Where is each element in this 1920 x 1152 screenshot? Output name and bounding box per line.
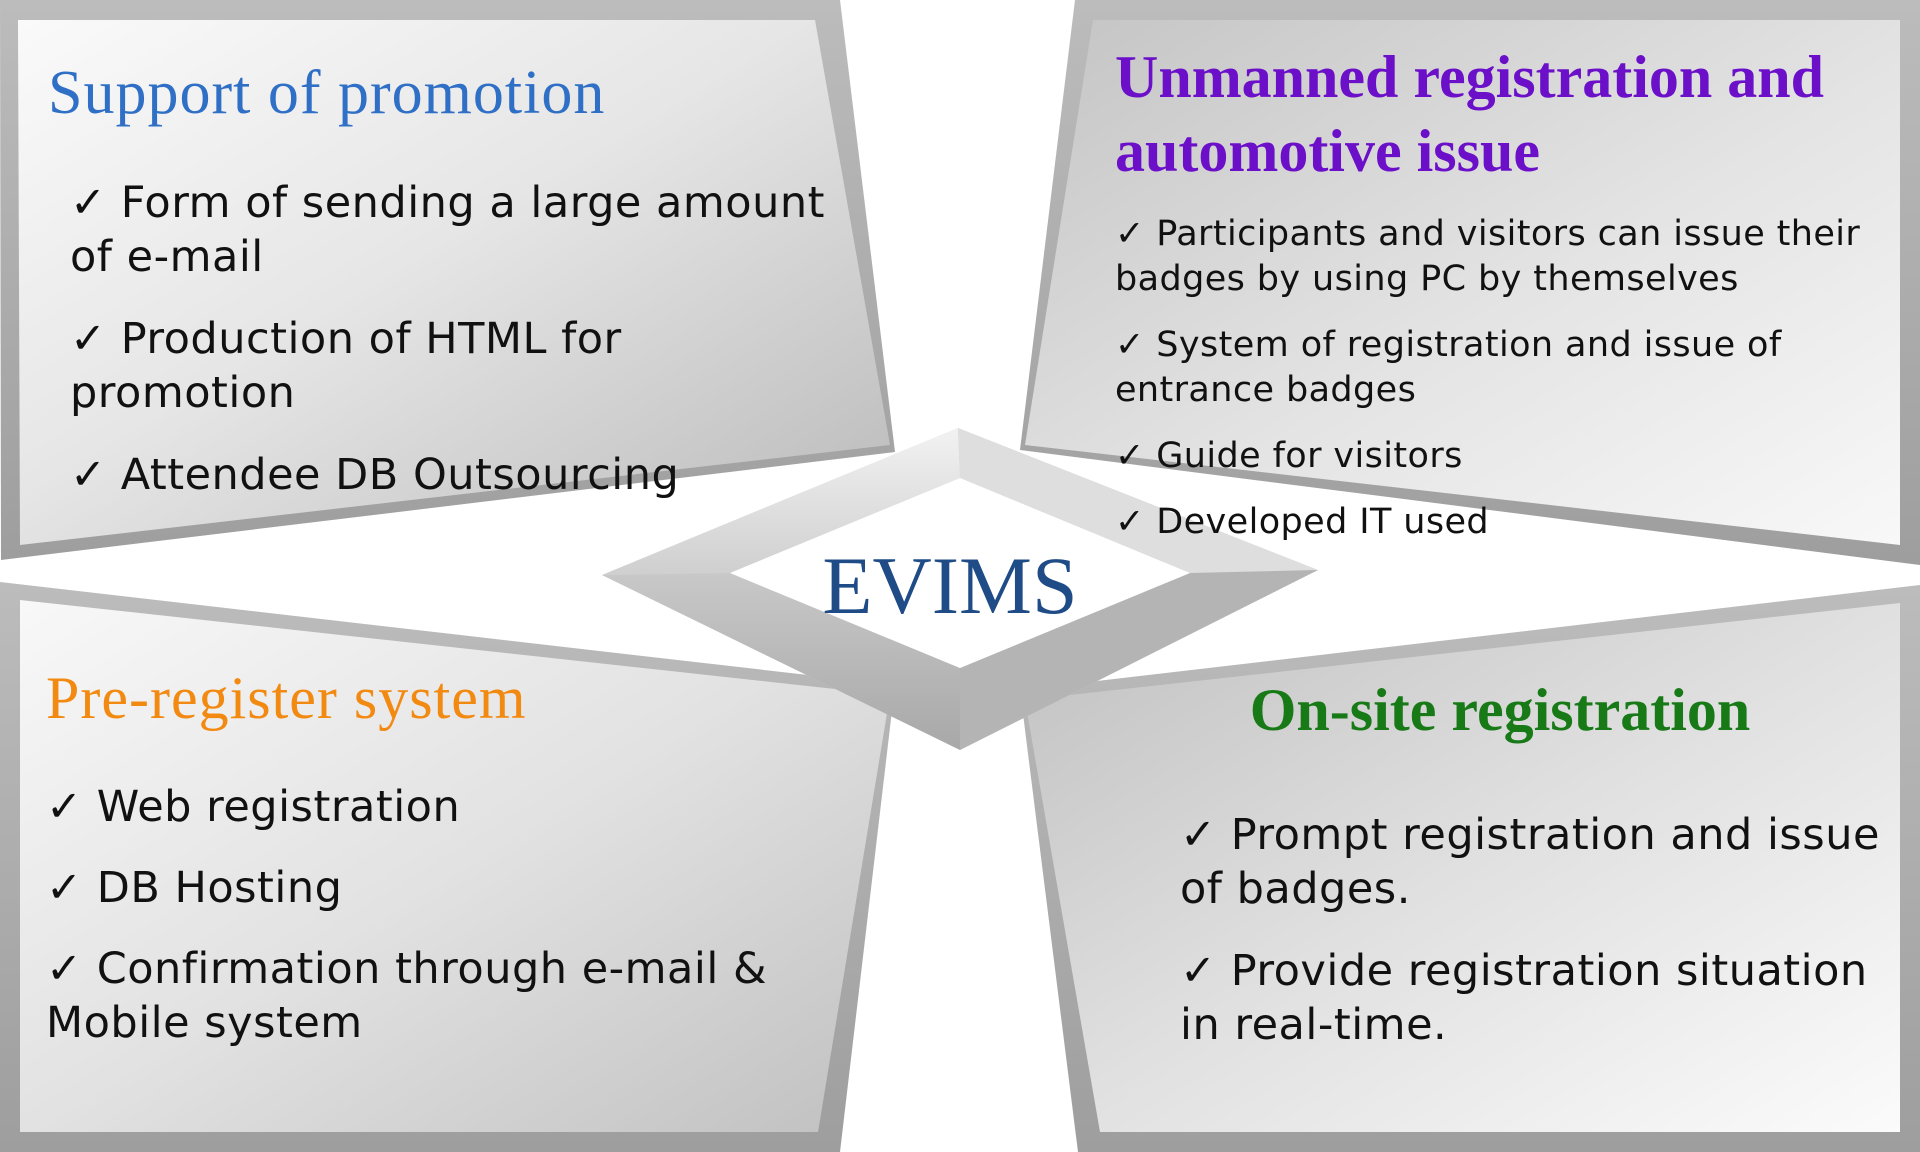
check-icon: ✓ <box>1180 946 1217 996</box>
panel-bottom-right <box>1020 585 1920 1152</box>
list-item: ✓ Web registration <box>46 782 461 832</box>
list-item: ✓ Participants and visitors can issue th… <box>1115 214 1861 299</box>
panel-top-right <box>1020 0 1920 565</box>
list-item: ✓ Confirmation through e-mail & Mobile s… <box>46 944 767 1048</box>
list-item: ✓ Guide for visitors <box>1115 436 1463 476</box>
list-item: ✓ Provide registration situation in real… <box>1180 946 1868 1050</box>
list-item: ✓ Production of HTML for promotion <box>70 314 622 418</box>
item-list: ✓ Form of sending a large amount of e-ma… <box>48 176 848 502</box>
item-list: ✓ Prompt registration and issue of badge… <box>1180 808 1880 1052</box>
quadrant-title: On-site registration <box>1249 677 1751 743</box>
check-icon: ✓ <box>70 178 107 228</box>
check-icon: ✓ <box>70 314 107 364</box>
panel-bottom-left <box>0 582 895 1152</box>
check-icon: ✓ <box>46 863 83 913</box>
list-item: ✓ Prompt registration and issue of badge… <box>1180 810 1880 914</box>
check-icon: ✓ <box>1115 502 1145 542</box>
quadrant-title: Pre-register system <box>46 665 527 731</box>
item-list: ✓ Participants and visitors can issue th… <box>1115 212 1895 545</box>
panel-top-left <box>0 0 895 560</box>
list-item: ✓ Form of sending a large amount of e-ma… <box>70 178 825 282</box>
list-item: ✓ Developed IT used <box>1115 502 1490 542</box>
quadrant-on-site-registration: On-site registration ✓ Prompt registrati… <box>1180 680 1880 1080</box>
check-icon: ✓ <box>1180 810 1217 860</box>
check-icon: ✓ <box>70 450 107 500</box>
evims-label: EVIMS <box>822 540 1078 631</box>
check-icon: ✓ <box>1115 325 1145 365</box>
list-item: ✓ Attendee DB Outsourcing <box>70 450 680 500</box>
quadrant-pre-register-system: Pre-register system ✓ Web registration ✓… <box>46 668 826 1077</box>
item-list: ✓ Web registration ✓ DB Hosting ✓ Confir… <box>46 780 826 1050</box>
check-icon: ✓ <box>1115 436 1145 476</box>
quadrant-support-of-promotion: Support of promotion ✓ Form of sending a… <box>48 62 848 530</box>
list-item: ✓ System of registration and issue of en… <box>1115 325 1782 410</box>
check-icon: ✓ <box>46 782 83 832</box>
center-diamond <box>602 428 1318 750</box>
check-icon: ✓ <box>1115 214 1145 254</box>
list-item: ✓ DB Hosting <box>46 863 343 913</box>
check-icon: ✓ <box>46 944 83 994</box>
quadrant-title: Support of promotion <box>48 59 606 127</box>
